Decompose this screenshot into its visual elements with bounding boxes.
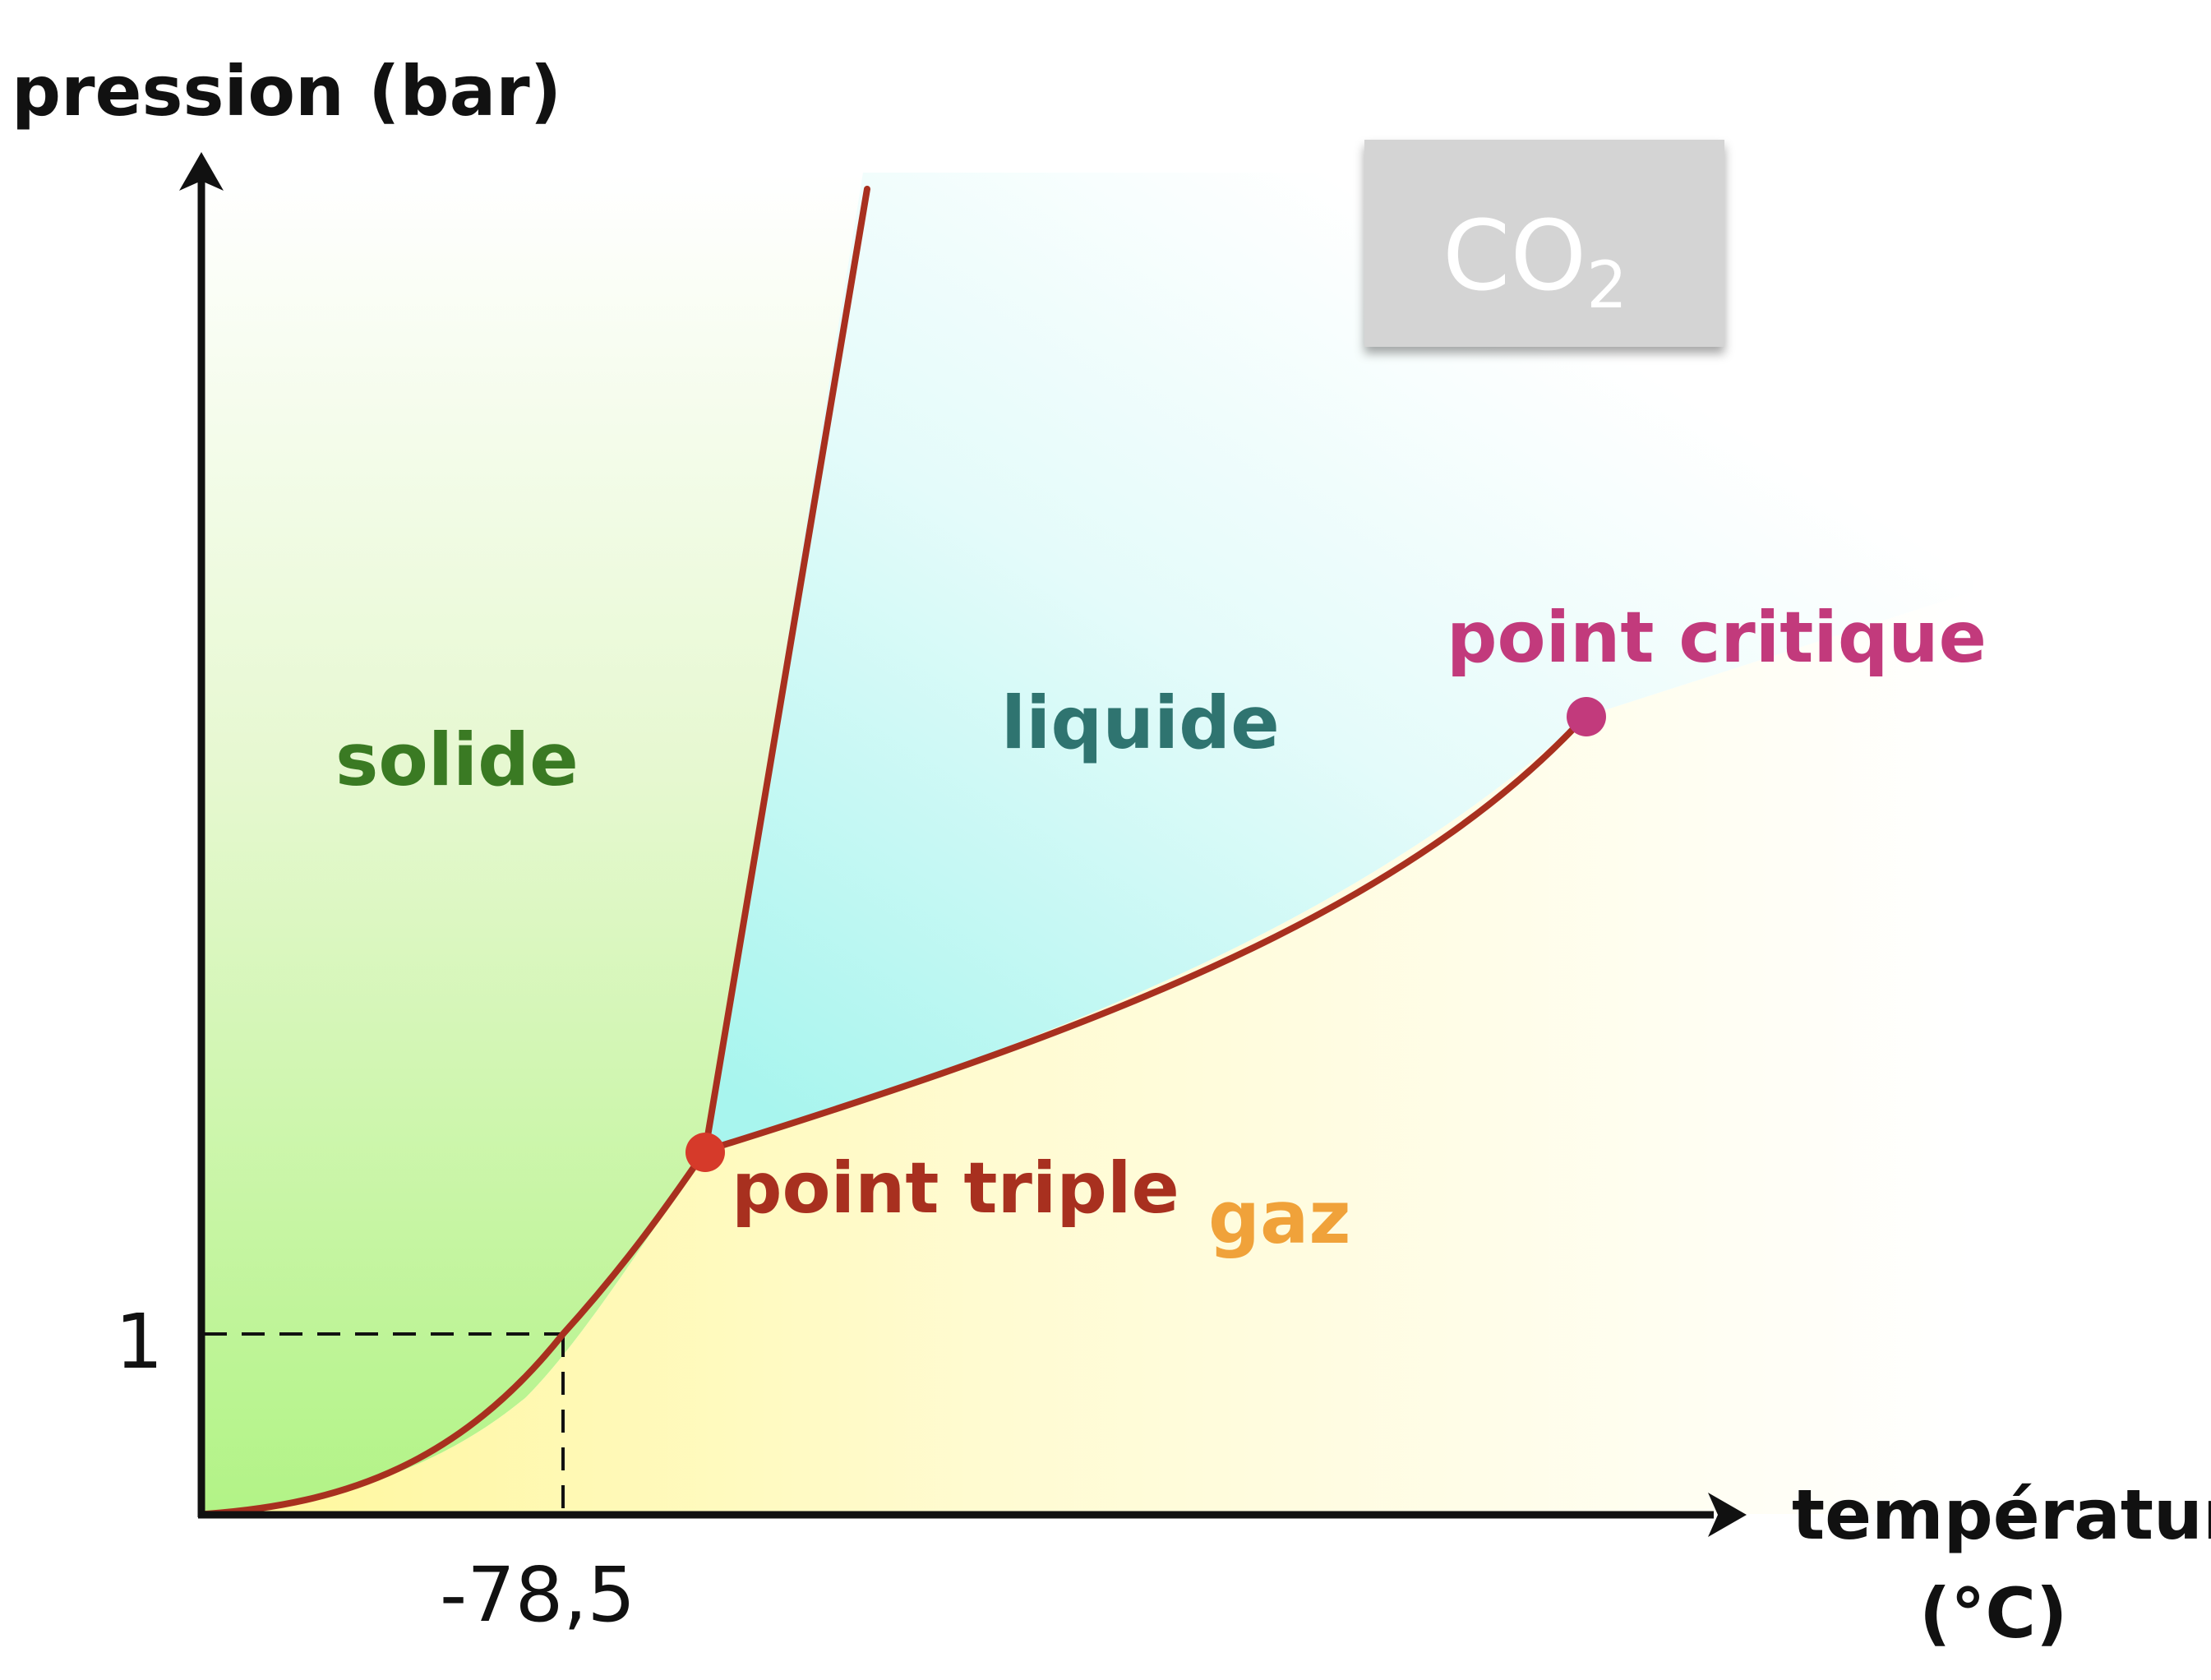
vaporization-curve xyxy=(702,713,1588,1154)
gas-label: gaz xyxy=(1208,1175,1351,1260)
x-axis-arrowhead xyxy=(1708,1493,1747,1537)
gas-region xyxy=(204,592,1973,1514)
substance-badge: CO2 xyxy=(1364,140,1724,347)
solid-label: solide xyxy=(335,718,579,802)
sublimation-curve xyxy=(202,1147,709,1517)
y-tick-label: 1 xyxy=(115,1298,164,1386)
critical-point-marker xyxy=(1567,697,1606,736)
x-axis-title-line1: température xyxy=(1792,1475,2211,1555)
formula-main: CO xyxy=(1442,199,1586,312)
fusion-curve xyxy=(702,186,870,1154)
substance-formula: CO2 xyxy=(1442,199,1627,323)
liquid-region xyxy=(705,173,1973,1151)
liquid-label: liquide xyxy=(1001,681,1280,765)
solid-region xyxy=(204,173,863,1514)
x-axis-title-line2: (°C) xyxy=(1919,1573,2067,1654)
critical-point-label: point critique xyxy=(1447,597,1987,679)
formula-subscript: 2 xyxy=(1586,249,1627,323)
y-axis-title: pression (bar) xyxy=(12,51,561,132)
triple-point-label: point triple xyxy=(732,1147,1179,1230)
y-axis-arrowhead xyxy=(179,152,224,191)
triple-point-marker xyxy=(685,1133,725,1172)
x-tick-label: -78,5 xyxy=(440,1551,635,1639)
